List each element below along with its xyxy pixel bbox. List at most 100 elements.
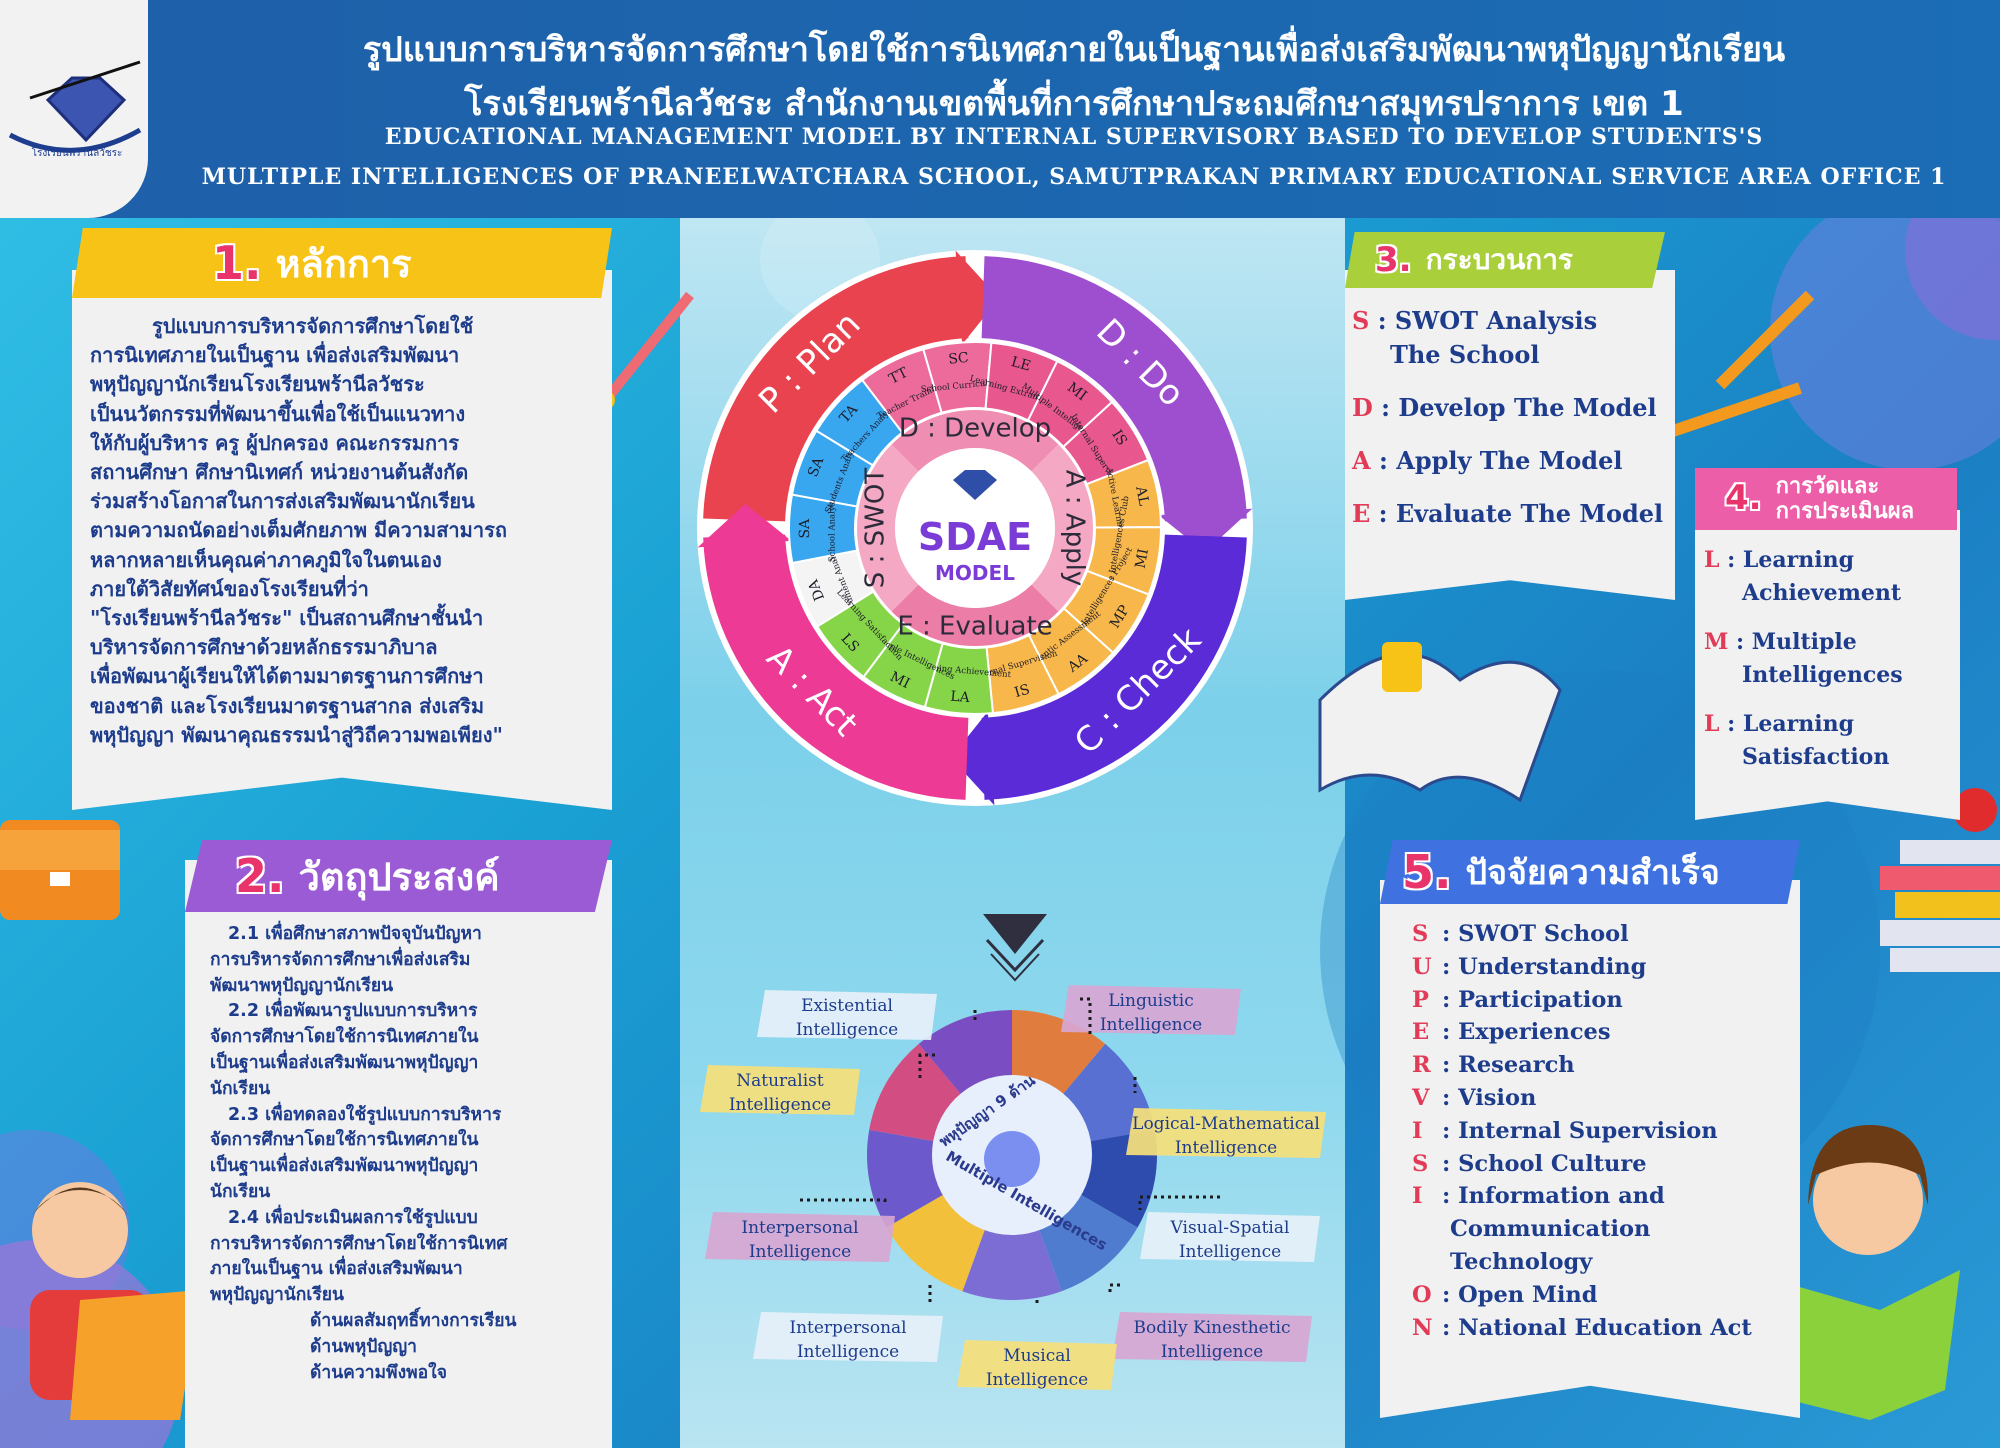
factor-text: : Research	[1442, 1052, 1575, 1079]
factor-letter: E	[1412, 1019, 1430, 1046]
process-panel	[1345, 270, 1675, 600]
section-title-line-1: การวัดและ	[1775, 473, 1880, 499]
factor-text: : School Culture	[1442, 1150, 1647, 1177]
principle-line: สถานศึกษา ศึกษานิเทศก์ หน่วยงานต้นสังกัด	[90, 460, 469, 485]
factor-text: : Information and	[1442, 1183, 1665, 1210]
objective-line: เป็นฐานเพื่อส่งเสริมพัฒนาพหุปัญญา	[210, 1156, 479, 1177]
objectives-heading: 2. วัตถุประสงค์	[185, 840, 612, 912]
intelligence-name: Interpersonal	[741, 1218, 858, 1238]
process-heading: 3. กระบวนการ	[1345, 232, 1665, 288]
principle-line: พหุปัญญา พัฒนาคุณธรรมนำสู่วิถีความพอเพีย…	[90, 722, 503, 747]
mid-segment-label: S : SWOT	[861, 468, 891, 588]
outer-segment-arc	[703, 256, 969, 522]
inner-sector-abbr: SA	[797, 518, 813, 539]
principle-line: "โรงเรียนพร้านีลวัชระ" เป็นสถานศึกษาชั้น…	[90, 606, 484, 631]
evaluation-panel	[1695, 510, 1960, 820]
success-factor: S: SWOT School	[1412, 918, 1752, 951]
item-letter: M	[1704, 629, 1729, 655]
objective-line: พหุปัญญานักเรียน	[210, 1285, 344, 1306]
logo-text: โรงเรียนพร้านีลวัชระ	[31, 148, 123, 159]
item-letter: L	[1704, 711, 1720, 737]
intelligence-suffix: Intelligence	[1100, 1015, 1202, 1035]
mid-segment-label: E : Evaluate	[897, 612, 1052, 642]
label-brushstroke	[1140, 1212, 1320, 1262]
intelligence-suffix: Intelligence	[796, 1020, 898, 1040]
center-diamond-icon	[953, 470, 997, 500]
factor-text-cont: Communication	[1450, 1216, 1651, 1243]
outer-arrow-head	[1158, 508, 1253, 553]
outer-segment-arc	[981, 256, 1247, 522]
objectives-panel	[185, 860, 612, 1448]
label-brushstroke	[705, 1212, 895, 1262]
step-text-cont: The School	[1390, 340, 1540, 369]
factor-text: : Experiences	[1442, 1019, 1611, 1046]
factor-letter: I	[1412, 1183, 1423, 1210]
principle-line: รูปแบบการบริหารจัดการศึกษาโดยใช้	[152, 314, 474, 338]
principle-panel	[72, 270, 612, 810]
mid-segment: S : SWOT	[857, 444, 919, 612]
outer-arrow-head	[697, 503, 792, 548]
inner-sector-abbr: AL	[1132, 484, 1152, 507]
objective-line: ด้านพหุปัญญา	[310, 1336, 417, 1357]
factor-text: : Internal Supervision	[1442, 1117, 1718, 1144]
process-step: D : Develop The Model	[1352, 391, 1663, 425]
outer-segment-arc	[703, 534, 969, 800]
item-text-cont: Intelligences	[1742, 662, 1903, 688]
principle-line: ร่วมสร้างโอกาสในการส่งเสริมพัฒนานักเรียน	[90, 489, 475, 514]
principle-line: เพื่อพัฒนาผู้เรียนให้ได้ตามมาตรฐานการศึก…	[90, 664, 484, 689]
intelligence-name: Interpersonal	[789, 1318, 906, 1338]
inner-sector-abbr: TT	[887, 364, 912, 387]
label-brushstroke	[1061, 985, 1241, 1035]
inner-sector-abbr: MI	[1133, 547, 1152, 569]
cycle-center	[895, 448, 1055, 608]
principle-line: เป็นนวัตกรรมที่พัฒนาขึ้นเพื่อใช้เป็นแนวท…	[90, 401, 466, 426]
step-letter: E	[1352, 499, 1371, 528]
inner-sector-abbr: DA	[805, 576, 828, 603]
step-text: : SWOT Analysis	[1369, 306, 1598, 335]
outer-arrow-head	[955, 250, 1000, 345]
process-step: E : Evaluate The Model	[1352, 497, 1663, 531]
objective-line: ภายในเป็นฐาน เพื่อส่งเสริมพัฒนา	[210, 1259, 463, 1280]
objective-line: จัดการศึกษาโดยใช้การนิเทศภายใน	[210, 1130, 479, 1151]
label-connector	[1138, 1195, 1220, 1210]
factor-text-cont: Technology	[1450, 1248, 1593, 1275]
principle-line: ให้กับผู้บริหาร ครู ผู้ปกครอง คณะกรรมการ	[90, 430, 460, 455]
objective-line: การบริหารจัดการศึกษาโดยใช้การนิเทศ	[210, 1233, 508, 1254]
principle-line: การนิเทศภายในเป็นฐาน เพื่อส่งเสริมพัฒนา	[90, 343, 460, 368]
factor-letter: N	[1412, 1314, 1433, 1341]
step-text: : Apply The Model	[1370, 446, 1623, 475]
objective-line: นักเรียน	[210, 1181, 271, 1202]
label-connector	[918, 1053, 935, 1080]
factor-text: : Vision	[1442, 1084, 1537, 1111]
principle-line: ของชาติ และโรงเรียนมาตรฐานสากล ส่งเสริม	[90, 693, 485, 718]
inner-sector-abbr: LE	[1009, 354, 1032, 375]
factor-letter: S	[1412, 1150, 1429, 1177]
mid-segment: A : Apply	[1031, 444, 1093, 612]
intelligence-name: Linguistic	[1108, 991, 1193, 1011]
principle-line: พหุปัญญานักเรียนโรงเรียนพร้านีลวัชระ	[90, 372, 425, 397]
mid-segment: E : Evaluate	[891, 584, 1059, 646]
inner-sector-abbr: SA	[805, 454, 827, 479]
factor-letter: S	[1412, 921, 1429, 947]
factor-text: : National Education Act	[1442, 1314, 1752, 1341]
section-title-line-2: การประเมินผล	[1775, 499, 1915, 524]
factor-letter: O	[1412, 1281, 1432, 1308]
section-title: ปัจจัยความสำเร็จ	[1465, 853, 1720, 893]
objectives-text: 2.1 เพื่อศึกษาสภาพปัจจุบันปัญหาการบริหาร…	[210, 922, 595, 1386]
label-brushstroke	[753, 1312, 943, 1362]
inner-sector-name: School Analysis	[827, 495, 837, 562]
success-factor: N : National Education Act	[1412, 1312, 1752, 1345]
